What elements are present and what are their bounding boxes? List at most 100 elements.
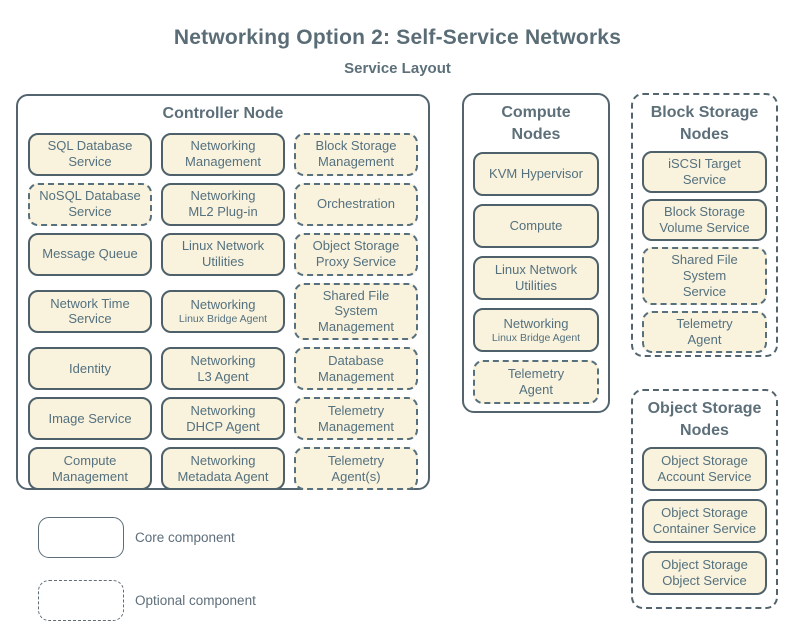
service-box: Image Service [28,397,152,441]
service-label: ML2 Plug-in [188,204,258,220]
service-box: KVM Hypervisor [473,152,599,197]
service-label: Block Storage [315,138,397,154]
service-label: Service [682,172,727,188]
service-label: Management [318,418,394,434]
service-label: Telemetry [327,402,385,418]
service-label: Networking [190,138,256,154]
service-label: L3 Agent [197,368,249,384]
optional-component-swatch [38,580,124,621]
service-label: Image Service [48,410,132,426]
service-label: iSCSI Target [668,156,741,172]
service-label: Management [318,154,394,170]
service-label: Utilities [202,254,244,270]
service-label: Object Service [662,573,747,589]
service-label: Container Service [652,521,757,537]
service-label: Networking [190,352,256,368]
service-label: Telemetry [507,366,565,382]
legend-core-row: Core component [38,517,256,558]
service-label: Linux Bridge Agent [491,331,581,344]
service-label: Telemetry [676,315,733,331]
service-label: Utilities [515,278,557,294]
service-label: Block Storage [664,204,745,220]
service-label: Message Queue [42,246,138,262]
service-label: Account Service [657,469,752,485]
controller-node-title: Controller Node [162,105,284,122]
compute-nodes-title: Compute Nodes [501,104,571,143]
service-label: Compute [509,218,563,234]
service-label: Networking [503,315,569,331]
service-label: Service [68,204,112,220]
service-box: Identity [28,347,152,391]
service-label: Agent [687,331,722,347]
service-label: Identity [69,360,111,376]
page-subtitle: Service Layout [344,60,451,77]
service-box: Compute [473,204,599,249]
service-label: Compute [63,452,117,468]
page-title: Networking Option 2: Self-Service Networ… [173,26,622,49]
optional-component-label: Optional component [135,593,256,608]
service-label: Object Storage [312,238,400,254]
service-label: Shared File System [322,287,390,319]
object-storage-nodes-title: Object Storage Nodes [647,400,762,439]
service-label: Database [328,352,384,368]
service-label: Linux Bridge Agent [178,313,268,325]
service-label: Networking [190,297,256,313]
service-label: Management [318,319,394,335]
service-label: Management [318,368,394,384]
service-label: Volume Service [659,220,750,236]
service-label: Object Storage [661,557,748,573]
service-label: Linux Network [494,262,578,278]
service-label: Management [52,468,128,484]
service-label: Metadata Agent [177,468,269,484]
service-label: Networking [190,452,256,468]
service-label: KVM Hypervisor [489,166,583,182]
core-component-swatch [38,517,124,558]
service-label: Linux Network [181,238,265,254]
service-label: Object Storage [661,453,748,469]
service-label: Object Storage [661,505,748,521]
service-label: SQL Database [47,138,133,154]
service-label: Telemetry [327,452,385,468]
service-box: Orchestration [294,182,418,226]
service-label: Networking [190,188,256,204]
service-label: Orchestration [316,196,396,212]
service-label: Networking [190,402,256,418]
service-box: Message Queue [28,232,152,276]
service-label: Service [682,283,727,299]
legend: Core component Optional component [38,517,256,621]
legend-optional-row: Optional component [38,580,256,621]
service-label: Network Time [50,295,130,311]
block-storage-nodes-title: Block Storage Nodes [650,104,759,143]
service-label: DHCP Agent [186,418,260,434]
